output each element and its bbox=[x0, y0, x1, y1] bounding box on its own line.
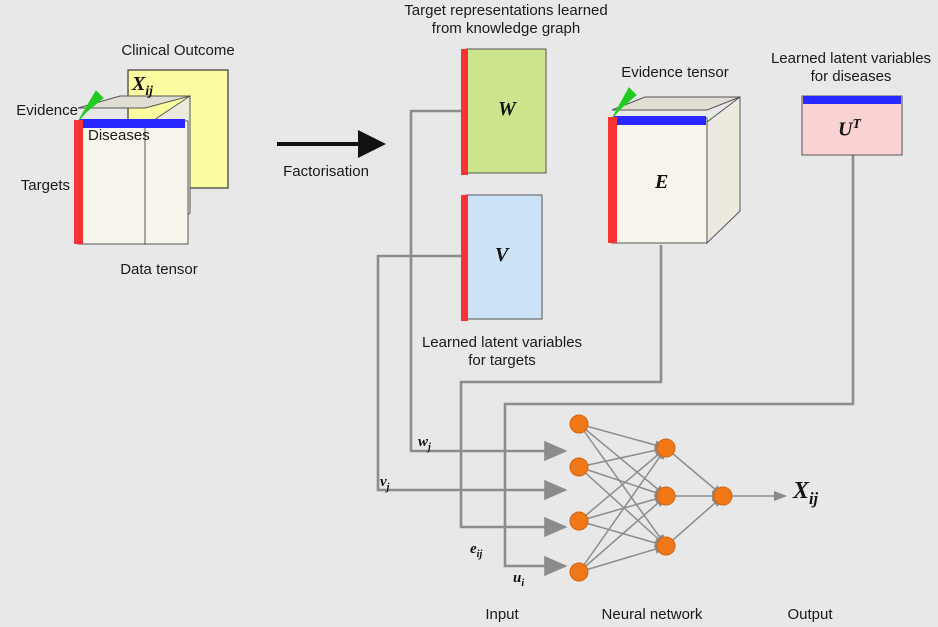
nn-hidden-nodes bbox=[656, 438, 676, 556]
nn-output-node bbox=[713, 486, 733, 506]
wire-v bbox=[376, 254, 568, 501]
u-matrix-symbol: UT bbox=[838, 116, 861, 141]
v-caption-line1: Learned latent variables bbox=[421, 334, 583, 351]
u-input-label: ui bbox=[513, 570, 525, 589]
u-matrix-shape bbox=[801, 95, 903, 156]
u-caption-line1: Learned latent variables bbox=[770, 50, 932, 67]
wire-u bbox=[503, 155, 855, 577]
e-tensor-symbol: E bbox=[655, 171, 669, 193]
factorisation-label: Factorisation bbox=[283, 163, 369, 180]
data-tensor-label: Data tensor bbox=[120, 261, 198, 278]
data-tensor-symbol: Xij bbox=[132, 73, 153, 98]
w-caption-line1: Target representations learned bbox=[404, 2, 608, 19]
input-section-label: Input bbox=[485, 606, 519, 623]
evidence-tensor-shape bbox=[608, 87, 741, 245]
evidence-tensor-caption: Evidence tensor bbox=[621, 64, 729, 81]
evidence-axis-label: Evidence bbox=[16, 102, 78, 119]
v-matrix-shape bbox=[461, 194, 543, 321]
output-symbol: Xij bbox=[793, 478, 819, 508]
output-section-label: Output bbox=[787, 606, 833, 623]
u-caption-line2: for diseases bbox=[810, 68, 892, 85]
data-tensor-shape bbox=[74, 69, 229, 245]
w-matrix-shape bbox=[461, 48, 547, 175]
w-caption-line2: from knowledge graph bbox=[431, 20, 581, 37]
v-matrix-symbol: V bbox=[495, 244, 509, 266]
diseases-axis-label: Diseases bbox=[88, 127, 150, 144]
wire-e bbox=[459, 245, 663, 538]
neural-network-section-label: Neural network bbox=[601, 606, 703, 623]
wire-w bbox=[409, 109, 568, 462]
v-caption-line2: for targets bbox=[468, 352, 536, 369]
v-input-label: vj bbox=[380, 474, 390, 493]
clinical-outcome-label: Clinical Outcome bbox=[121, 42, 235, 59]
nn-edges-layer1 bbox=[578, 423, 667, 573]
e-input-label: eij bbox=[470, 541, 483, 560]
targets-axis-label: Targets bbox=[20, 177, 70, 194]
w-input-label: wj bbox=[418, 434, 431, 453]
nn-input-nodes bbox=[569, 414, 589, 582]
w-matrix-symbol: W bbox=[498, 98, 516, 120]
